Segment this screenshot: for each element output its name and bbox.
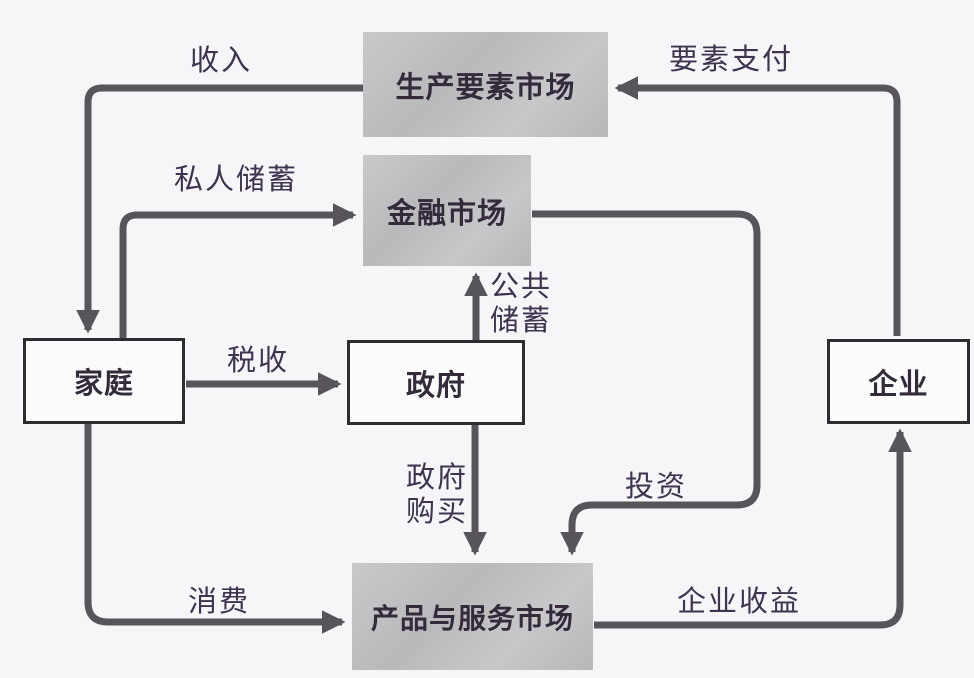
arrow-private-saving bbox=[119, 203, 357, 338]
label-investment: 投资 bbox=[624, 471, 688, 503]
node-factor-market: 生产要素市场 bbox=[363, 32, 608, 137]
node-financial-market: 金融市场 bbox=[363, 155, 531, 266]
label-enterprise-revenue: 企业收益 bbox=[676, 586, 802, 618]
label-factor-payment: 要素支付 bbox=[668, 44, 794, 76]
arrow-consumption bbox=[84, 424, 346, 634]
label-gov-purchase: 政府 购买 bbox=[405, 462, 469, 528]
arrow-factor-payment bbox=[614, 76, 901, 336]
label-income: 收入 bbox=[189, 45, 253, 77]
arrow-investment bbox=[532, 210, 761, 556]
arrow-enterprise-revenue bbox=[594, 428, 912, 629]
node-product-market: 产品与服务市场 bbox=[352, 563, 593, 670]
label-public-saving: 公共 储蓄 bbox=[489, 271, 553, 337]
label-private-saving: 私人储蓄 bbox=[173, 164, 299, 196]
node-household: 家庭 bbox=[23, 338, 185, 424]
label-tax: 税收 bbox=[226, 345, 290, 377]
label-consumption: 消费 bbox=[187, 586, 251, 618]
arrow-income bbox=[76, 84, 363, 334]
node-government: 政府 bbox=[347, 340, 525, 425]
node-enterprise: 企业 bbox=[827, 339, 970, 424]
